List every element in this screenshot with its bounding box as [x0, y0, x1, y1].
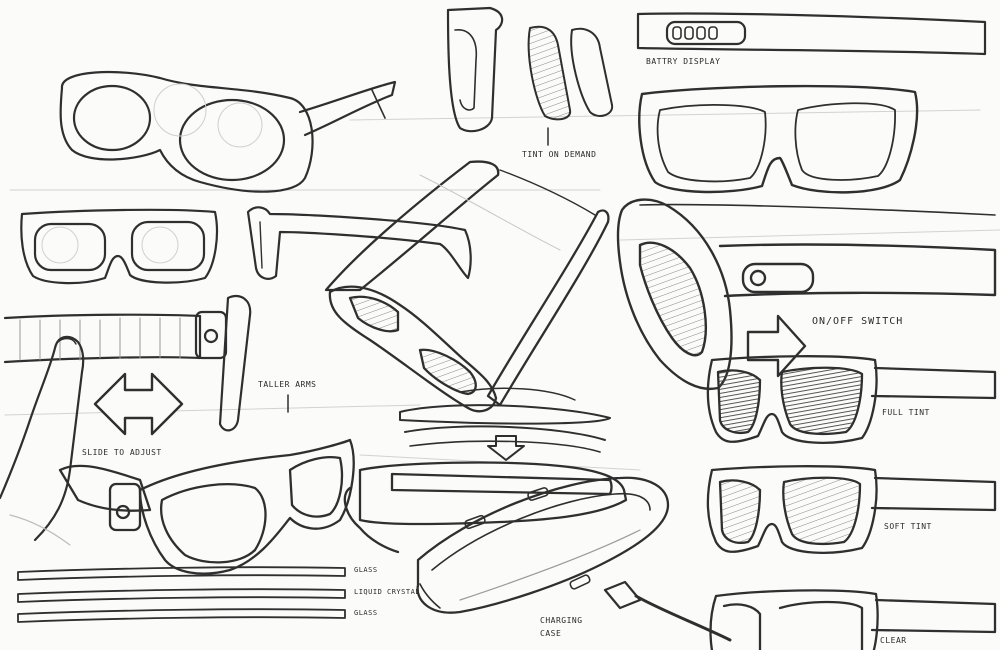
glasses-front-square: [638, 84, 919, 194]
glasses-soft-tint: [706, 465, 997, 554]
label-on-off-switch: ON/OFF SWITCH: [812, 316, 904, 327]
label-battery-display: BATTRY DISPLAY: [646, 57, 721, 66]
label-clear: CLEAR: [880, 636, 907, 645]
label-full-tint: FULL TINT: [882, 408, 930, 417]
lens-piece-tinted: [527, 25, 572, 121]
layer-liquid-crystal: [17, 588, 346, 603]
temple-slide-adjust: [3, 294, 289, 432]
temple-tip-sketch: [446, 6, 504, 133]
glasses-side-onoff: [616, 198, 997, 391]
layer-glass-top: [17, 566, 346, 581]
glasses-three-quarter-bottom: [58, 438, 355, 575]
battery-cells-icon: [672, 26, 718, 40]
label-layer-glass-top: GLASS: [354, 566, 378, 574]
battery-display-temple: [636, 12, 987, 56]
lens-piece-clear: [570, 27, 614, 117]
lens-layers: [17, 566, 346, 623]
glasses-three-quarter-top-left: [59, 70, 397, 193]
label-charging-case: CHARGING CASE: [540, 614, 610, 640]
power-button-icon: [749, 269, 767, 287]
label-soft-tint: SOFT TINT: [884, 522, 932, 531]
label-charging-case-line1: CHARGING: [540, 616, 583, 625]
layer-glass-bottom: [17, 608, 346, 623]
label-taller-arms: TALLER ARMS: [258, 380, 317, 389]
charging-plate: [399, 387, 611, 453]
down-arrow-icon: [487, 435, 525, 461]
glasses-full-tint: [706, 355, 997, 444]
label-slide-to-adjust: SLIDE TO ADJUST: [82, 448, 162, 457]
glasses-front-small-left: [20, 208, 219, 285]
charging-cable: [603, 580, 732, 642]
label-layer-glass-bottom: GLASS: [354, 609, 378, 617]
hand-finger-sketch: [0, 335, 85, 546]
label-charging-case-line2: CASE: [540, 629, 562, 638]
label-tint-on-demand: TINT ON DEMAND: [522, 150, 597, 159]
label-layer-liquid-crystal: LIQUID CRYSTAL: [354, 588, 421, 596]
double-arrow-icon: [93, 372, 184, 436]
charging-case: [343, 461, 670, 614]
glasses-clear: [709, 589, 997, 650]
temple-arm-side: [246, 206, 472, 280]
right-arrow-icon: [746, 314, 807, 378]
glasses-folded-center: [324, 160, 610, 413]
